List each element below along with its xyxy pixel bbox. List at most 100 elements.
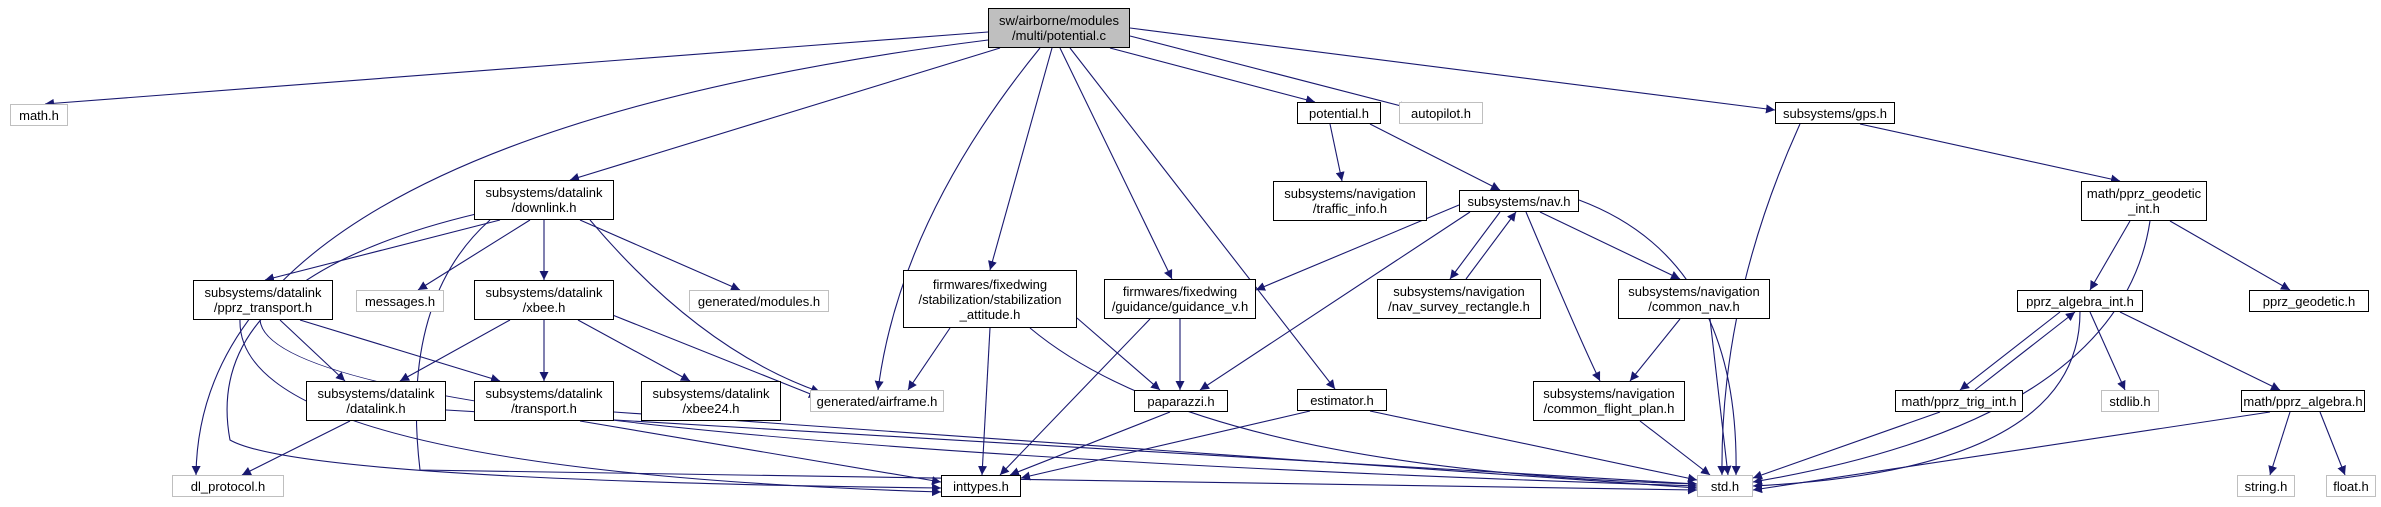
edge-root-downlink xyxy=(569,47,1001,182)
edge-root-autopilot xyxy=(1129,35,1410,111)
node-xbee24-h[interactable]: subsystems/datalink /xbee24.h xyxy=(641,381,781,421)
edge-pprztransport-std xyxy=(259,319,1698,491)
edge-datalink-dlprotocol xyxy=(241,420,351,476)
edge-nav-commonnav xyxy=(1539,211,1681,280)
node-common-flight-plan-h[interactable]: subsystems/navigation /common_flight_pla… xyxy=(1533,381,1685,421)
node-datalink-h-line-1: subsystems/datalink xyxy=(317,386,435,401)
node-pprz-trig-int-h[interactable]: math/pprz_trig_int.h xyxy=(1895,390,2023,412)
node-stabilization-attitude-h-line-1: firmwares/fixedwing xyxy=(932,276,1048,292)
edge-nav-paparazzi xyxy=(1199,211,1471,391)
node-downlink-h-line-2: /downlink.h xyxy=(511,200,577,215)
node-root-line-2: /multi/potential.c xyxy=(1012,28,1106,43)
edge-algebraint-std xyxy=(1752,311,2081,491)
node-stdlib-h-line-1: stdlib.h xyxy=(2109,393,2151,409)
edge-paparazzi-inttypes xyxy=(1009,411,1171,476)
node-pprz-algebra-int-h[interactable]: pprz_algebra_int.h xyxy=(2017,290,2143,312)
node-pprz-algebra-h-line-1: math/pprz_algebra.h xyxy=(2243,393,2363,409)
edge-pprztransport-transport xyxy=(299,319,501,383)
edge-root-guidance xyxy=(1059,47,1173,280)
node-math-h[interactable]: math.h xyxy=(10,104,68,126)
node-inttypes-h[interactable]: inttypes.h xyxy=(941,475,1021,497)
node-transport-h[interactable]: subsystems/datalink /transport.h xyxy=(474,381,614,421)
node-guidance-v-h-line-2: /guidance/guidance_v.h xyxy=(1111,299,1249,314)
node-pprz-geodetic-int-h-line-2: _int.h xyxy=(2128,201,2160,216)
node-pprz-geodetic-h[interactable]: pprz_geodetic.h xyxy=(2249,290,2369,312)
node-float-h-line-1: float.h xyxy=(2333,478,2369,494)
node-potential-h[interactable]: potential.h xyxy=(1297,102,1381,124)
edge-root-dlprotocol xyxy=(191,39,989,476)
node-common-nav-h[interactable]: subsystems/navigation /common_nav.h xyxy=(1618,279,1770,319)
node-pprz-algebra-h[interactable]: math/pprz_algebra.h xyxy=(2241,390,2365,412)
node-pprz-geodetic-int-h-line-1: math/pprz_geodetic xyxy=(2086,186,2202,201)
node-pprz-transport-h-line-2: /pprz_transport.h xyxy=(213,300,313,315)
node-xbee-h[interactable]: subsystems/datalink /xbee.h xyxy=(474,280,614,320)
node-downlink-h[interactable]: subsystems/datalink /downlink.h xyxy=(474,180,614,220)
edge-nav-survey xyxy=(1449,211,1501,280)
node-airframe-h-line-1: generated/airframe.h xyxy=(816,393,938,409)
edge-xbee-xbee24 xyxy=(577,319,691,382)
node-nav-h[interactable]: subsystems/nav.h xyxy=(1459,190,1579,212)
node-dl-protocol-h[interactable]: dl_protocol.h xyxy=(172,475,284,497)
edge-algebra-std xyxy=(1752,411,2271,494)
edge-datalink-std xyxy=(445,409,1698,488)
node-datalink-h[interactable]: subsystems/datalink /datalink.h xyxy=(306,381,446,421)
edge-algebra-float xyxy=(2319,411,2346,476)
node-stabilization-attitude-h[interactable]: firmwares/fixedwing /stabilization/stabi… xyxy=(903,270,1077,328)
node-xbee-h-line-2: /xbee.h xyxy=(522,300,566,315)
node-xbee24-h-line-1: subsystems/datalink xyxy=(652,386,770,401)
node-common-nav-h-line-1: subsystems/navigation xyxy=(1628,284,1760,299)
node-modules-h[interactable]: generated/modules.h xyxy=(689,290,829,312)
edge-algebraint-trig xyxy=(1959,311,2061,391)
node-estimator-h[interactable]: estimator.h xyxy=(1297,389,1387,411)
node-string-h[interactable]: string.h xyxy=(2237,475,2295,497)
edge-downlink-modules xyxy=(579,219,741,291)
node-common-nav-h-line-2: /common_nav.h xyxy=(1648,299,1740,314)
edge-stabatt-std xyxy=(1029,327,1698,489)
edge-stabatt-paparazzi xyxy=(1076,317,1161,391)
node-datalink-h-line-2: /datalink.h xyxy=(346,401,406,416)
node-paparazzi-h[interactable]: paparazzi.h xyxy=(1134,390,1228,412)
node-gps-h-line-1: subsystems/gps.h xyxy=(1782,105,1888,121)
edge-xbee-airframe xyxy=(599,309,819,398)
node-nav-survey-rectangle-h-line-1: subsystems/navigation xyxy=(1393,284,1525,299)
node-nav-survey-rectangle-h-line-2: /nav_survey_rectangle.h xyxy=(1388,299,1530,314)
node-paparazzi-h-line-1: paparazzi.h xyxy=(1147,393,1215,409)
edge-downlink-pprztransport xyxy=(264,219,501,283)
node-nav-h-line-1: subsystems/nav.h xyxy=(1467,193,1571,209)
edge-estimator-inttypes xyxy=(1020,410,1311,481)
node-nav-survey-rectangle-h[interactable]: subsystems/navigation /nav_survey_rectan… xyxy=(1377,279,1541,319)
node-traffic-info-h[interactable]: subsystems/navigation /traffic_info.h xyxy=(1273,181,1427,221)
node-dl-protocol-h-line-1: dl_protocol.h xyxy=(190,478,266,494)
node-pprz-transport-h[interactable]: subsystems/datalink /pprz_transport.h xyxy=(193,280,333,320)
node-messages-h[interactable]: messages.h xyxy=(356,290,444,312)
node-xbee24-h-line-2: /xbee24.h xyxy=(682,401,740,416)
node-root-line-1: sw/airborne/modules xyxy=(999,13,1119,28)
edge-algebra-string xyxy=(2268,411,2291,476)
node-transport-h-line-1: subsystems/datalink xyxy=(485,386,603,401)
node-traffic-info-h-line-2: /traffic_info.h xyxy=(1312,201,1388,216)
edge-algebraint-algebra xyxy=(2119,311,2281,391)
node-autopilot-h[interactable]: autopilot.h xyxy=(1399,102,1483,124)
node-float-h[interactable]: float.h xyxy=(2326,475,2376,497)
node-pprz-geodetic-int-h[interactable]: math/pprz_geodetic _int.h xyxy=(2081,181,2207,221)
edge-downlink-airframe xyxy=(589,219,821,394)
node-stdlib-h[interactable]: stdlib.h xyxy=(2101,390,2159,412)
edge-survey-nav xyxy=(1465,211,1517,280)
edge-pprztransport-inttypes xyxy=(239,319,942,497)
edge-downlink-inttypes xyxy=(226,213,942,493)
node-math-h-line-1: math.h xyxy=(19,107,59,123)
node-string-h-line-1: string.h xyxy=(2244,478,2288,494)
edge-downlink-messages xyxy=(417,219,531,291)
edge-root-potential xyxy=(1109,47,1316,105)
node-common-flight-plan-h-line-2: /common_flight_plan.h xyxy=(1543,401,1675,416)
node-gps-h[interactable]: subsystems/gps.h xyxy=(1775,102,1895,124)
node-stabilization-attitude-h-line-2: /stabilization/stabilization xyxy=(918,291,1062,307)
edge-root-estimator xyxy=(1069,47,1336,390)
node-modules-h-line-1: generated/modules.h xyxy=(697,293,821,309)
node-airframe-h[interactable]: generated/airframe.h xyxy=(810,390,944,412)
node-guidance-v-h[interactable]: firmwares/fixedwing /guidance/guidance_v… xyxy=(1104,279,1256,319)
edge-stabatt-airframe xyxy=(907,327,951,391)
node-std-h[interactable]: std.h xyxy=(1697,475,1753,497)
node-root[interactable]: sw/airborne/modules /multi/potential.c xyxy=(988,8,1130,48)
node-guidance-v-h-line-1: firmwares/fixedwing xyxy=(1122,284,1238,299)
